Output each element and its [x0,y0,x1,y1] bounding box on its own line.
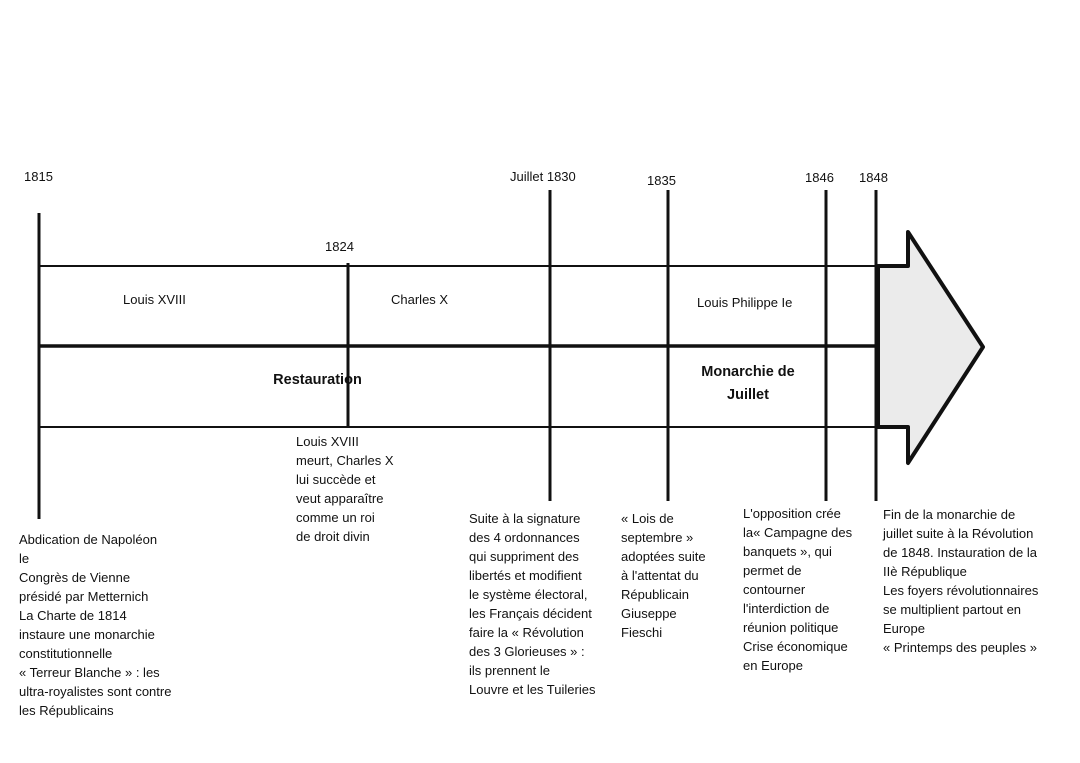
year-label-1846: 1846 [805,170,834,185]
year-label-1835: 1835 [647,173,676,188]
period-restauration: Restauration [273,372,362,388]
event-1830-text: Suite à la signature des 4 ordonnances q… [469,511,596,697]
reign-charles-x: Charles X [391,292,449,307]
year-label-1830: Juillet 1830 [510,169,576,184]
period-monarchie-de-juillet: Monarchie de Juillet [701,364,795,403]
year-label-1824: 1824 [325,239,354,254]
year-label-1815: 1815 [24,169,53,184]
event-1824-text: Louis XVIII meurt, Charles X lui succède… [296,434,394,544]
event-1815-text: Abdication de Napoléon le Congrès de Vie… [19,532,172,718]
year-label-1848: 1848 [859,170,888,185]
event-1835-text: « Lois de septembre » adoptées suite à l… [621,511,706,640]
event-1846-text: L'opposition crée la« Campagne des banqu… [743,506,853,673]
reign-louis-xviii: Louis XVIII [123,292,186,307]
reign-louis-philippe: Louis Philippe Ie [697,295,793,310]
timeline-arrow-head [876,230,985,465]
event-1848-text: Fin de la monarchie de juillet suite à l… [883,507,1039,655]
